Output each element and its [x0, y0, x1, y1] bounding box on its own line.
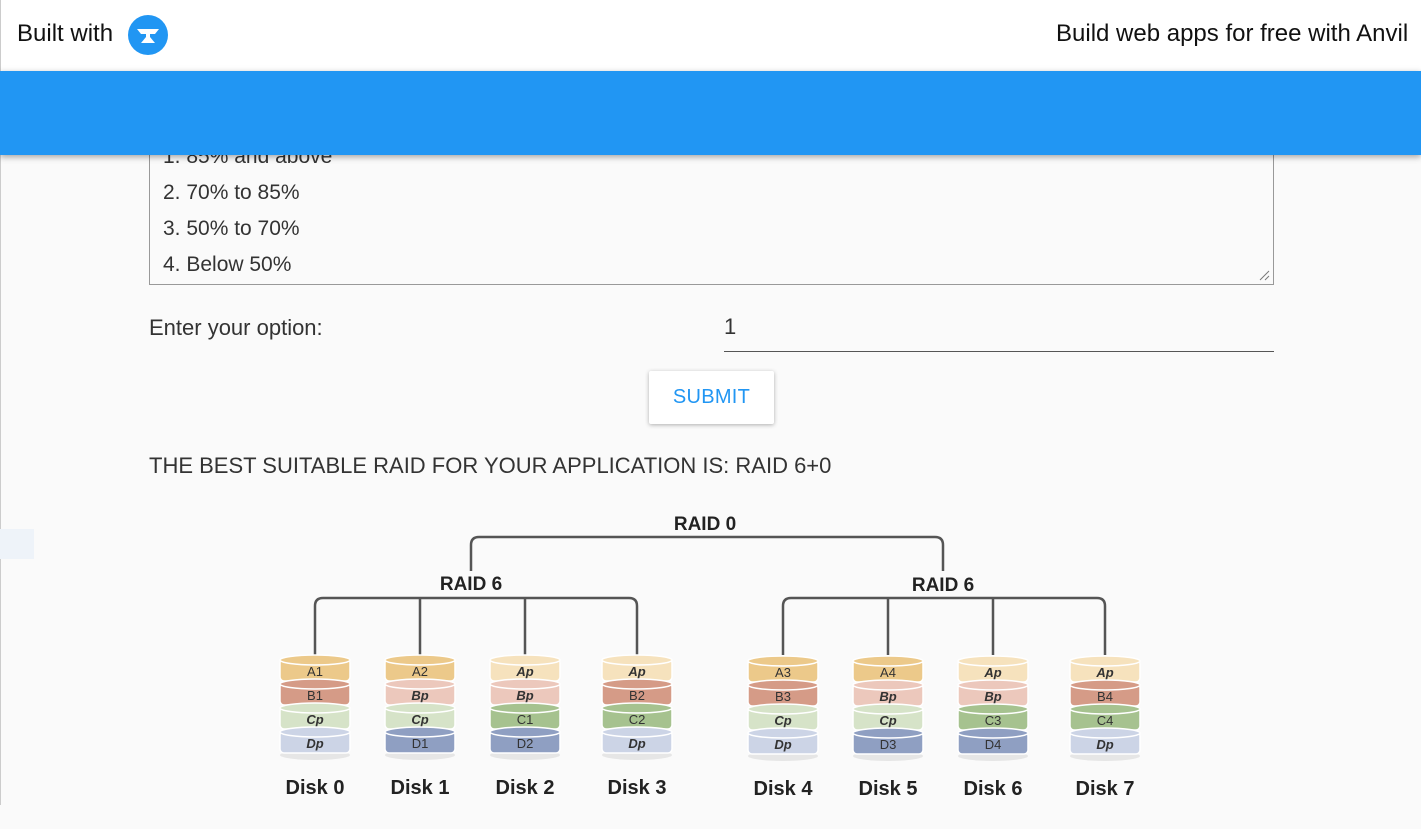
disk-name-label: Disk 5	[859, 778, 918, 800]
disk-block-label: C1	[517, 712, 534, 727]
disk-block-cap	[279, 678, 351, 690]
disk-block-label: Ap	[515, 664, 533, 679]
promo-link[interactable]: Build web apps for free with Anvil	[1056, 20, 1409, 47]
disk-name-label: Disk 0	[286, 777, 345, 799]
option-line-4: 4. Below 50%	[163, 253, 292, 276]
disk-block-label: A2	[412, 664, 428, 679]
disk-block-label: B3	[775, 689, 791, 704]
disk-name-label: Disk 6	[964, 778, 1023, 800]
disk-block-cap	[384, 678, 456, 690]
submit-button[interactable]: SUBMIT	[649, 371, 774, 424]
disk-block-label: Dp	[774, 737, 791, 752]
disk-block-label: Ap	[627, 664, 645, 679]
option-label: Enter your option:	[149, 315, 323, 340]
disk-block-label: D4	[985, 737, 1002, 752]
anvil-logo-icon[interactable]	[128, 15, 168, 55]
disk-name-label: Disk 1	[391, 777, 450, 799]
disk-block-label: Ap	[1095, 665, 1113, 680]
disk-block-cap	[957, 679, 1029, 691]
disk-name-label: Disk 4	[754, 778, 814, 800]
disk-block-cap	[384, 726, 456, 738]
disk-block-cap	[957, 727, 1029, 739]
disk-block-label: Bp	[411, 688, 428, 703]
disk-block-cap	[852, 727, 924, 739]
anvil-banner[interactable]: Built with Build web apps for free with …	[0, 0, 1421, 71]
disk-block-cap	[279, 726, 351, 738]
raid0-label: RAID 0	[674, 514, 736, 535]
disk-block-cap	[384, 654, 456, 666]
raid6-left-label: RAID 6	[440, 574, 502, 595]
disk-name-label: Disk 7	[1076, 778, 1135, 800]
app-header-bar	[0, 71, 1421, 155]
disk-block-cap	[489, 654, 561, 666]
option-input[interactable]: 1	[724, 308, 1274, 352]
disk-block-cap	[489, 702, 561, 714]
disk-block-cap	[489, 726, 561, 738]
disk-block-cap	[1069, 679, 1141, 691]
disk-block-label: Ap	[983, 665, 1001, 680]
disk-block-label: A4	[880, 665, 896, 680]
disk-block-label: D1	[412, 736, 429, 751]
disk-block-label: A3	[775, 665, 791, 680]
disk-block-cap	[601, 726, 673, 738]
resize-grip-icon[interactable]	[1258, 269, 1270, 281]
disk-block-cap	[852, 703, 924, 715]
disk-block-cap	[601, 702, 673, 714]
raid6-right-label: RAID 6	[912, 575, 974, 596]
disk-block-label: Cp	[411, 712, 428, 727]
disk-block-label: Cp	[774, 713, 791, 728]
disk-block-cap	[384, 702, 456, 714]
disk-block-cap	[1069, 727, 1141, 739]
disk-block-cap	[852, 655, 924, 667]
disk-block-cap	[957, 703, 1029, 715]
disk-block-cap	[1069, 655, 1141, 667]
disk-block-label: B4	[1097, 689, 1113, 704]
disk-block-cap	[747, 727, 819, 739]
option-line-2: 2. 70% to 85%	[163, 181, 300, 204]
disk-block-label: Bp	[879, 689, 896, 704]
disk-block-cap	[957, 655, 1029, 667]
disk-block-cap	[601, 654, 673, 666]
disk-block-cap	[852, 679, 924, 691]
disk-block-label: Dp	[628, 736, 645, 751]
disk-block-label: C2	[629, 712, 646, 727]
disk-block-label: Cp	[306, 712, 323, 727]
disk-block-label: Cp	[879, 713, 896, 728]
disk-name-label: Disk 2	[496, 777, 555, 799]
disk-block-label: A1	[307, 664, 323, 679]
disk-block-label: Bp	[984, 689, 1001, 704]
disk-block-label: D2	[517, 736, 534, 751]
disk-block-label: Dp	[1096, 737, 1113, 752]
disk-block-cap	[747, 679, 819, 691]
disk-block-cap	[279, 654, 351, 666]
disk-block-label: D3	[880, 737, 897, 752]
disk-block-cap	[489, 678, 561, 690]
option-line-3: 3. 50% to 70%	[163, 217, 300, 240]
disk-block-cap	[747, 703, 819, 715]
disk-block-cap	[747, 655, 819, 667]
left-divider	[0, 155, 1, 805]
disk-block-cap	[1069, 703, 1141, 715]
result-text: THE BEST SUITABLE RAID FOR YOUR APPLICAT…	[149, 453, 832, 478]
disk-block-cap	[279, 702, 351, 714]
disk-name-label: Disk 3	[608, 777, 667, 799]
disk-block-label: Dp	[306, 736, 323, 751]
disk-block-label: B1	[307, 688, 323, 703]
sidebar-selection[interactable]	[0, 529, 34, 559]
disk-block-label: C3	[985, 713, 1002, 728]
disk-block-label: Bp	[516, 688, 533, 703]
disk-block-label: C4	[1097, 713, 1114, 728]
disk-block-label: B2	[629, 688, 645, 703]
disk-block-cap	[601, 678, 673, 690]
built-with-text: Built with	[17, 20, 114, 47]
